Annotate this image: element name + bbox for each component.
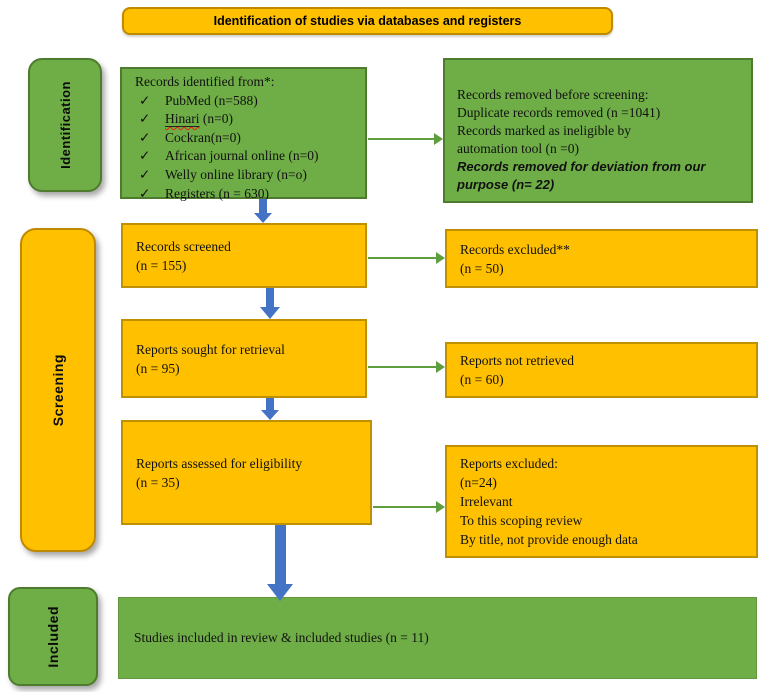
arrow-shaft — [266, 398, 274, 410]
reports-sought-label: Reports sought for retrieval — [136, 341, 285, 357]
box-reports-sought: Reports sought for retrieval (n = 95) — [121, 319, 367, 398]
records-removed-emphasis-line: Records removed for deviation from our — [457, 159, 706, 174]
source-item-label: PubMed (n=588) — [165, 92, 258, 108]
records-identified-title: Records identified from*: — [135, 74, 275, 89]
stage-label-screening: Screening — [20, 228, 96, 552]
flow-title-label: Identification of studies via databases … — [213, 14, 522, 28]
flow-title-banner: Identification of studies via databases … — [122, 7, 613, 35]
arrow-shaft — [368, 366, 438, 368]
records-removed-line: automation tool (n =0) — [457, 141, 579, 156]
arrow-shaft — [368, 257, 438, 259]
box-reports-assessed: Reports assessed for eligibility (n = 35… — [121, 420, 372, 525]
reports-excluded-line: (n=24) — [460, 475, 497, 490]
check-icon: ✓ — [139, 92, 151, 108]
arrow-head-icon — [254, 213, 272, 223]
records-excluded-label: Records excluded** — [460, 241, 570, 257]
arrow-down-assessed-to-included — [267, 525, 293, 601]
records-excluded-count: (n = 50) — [460, 260, 504, 276]
arrow-head-icon — [436, 501, 445, 513]
arrow-head-icon — [436, 252, 445, 264]
arrow-shaft — [266, 288, 274, 307]
studies-included-label: Studies included in review & included st… — [134, 630, 429, 645]
arrow-shaft — [259, 199, 267, 213]
box-reports-not-retrieved: Reports not retrieved (n = 60) — [445, 342, 758, 398]
reports-not-retrieved-label: Reports not retrieved — [460, 353, 574, 368]
records-removed-emphasis-line: purpose (n= 22) — [457, 177, 555, 192]
records-removed-line: Records marked as ineligible by — [457, 123, 631, 138]
stage-label-included-text: Included — [45, 605, 61, 668]
arrow-shaft — [368, 138, 436, 140]
arrow-right-screened-to-excluded — [368, 252, 445, 264]
source-item: ✓ Registers (n = 630) — [135, 185, 361, 204]
arrow-shaft — [274, 525, 286, 584]
stage-label-included: Included — [8, 587, 98, 686]
records-removed-line: Records removed before screening: — [457, 87, 649, 102]
stage-label-screening-text: Screening — [50, 353, 66, 427]
arrow-right-identified-to-removed — [368, 133, 443, 145]
box-records-identified: Records identified from*: ✓ PubMed (n=58… — [120, 67, 367, 201]
box-records-excluded: Records excluded** (n = 50) — [445, 229, 758, 288]
arrow-right-assessed-to-excluded — [373, 501, 445, 513]
source-item: ✓ Cockran(n=0) — [135, 129, 361, 148]
box-studies-included: Studies included in review & included st… — [118, 597, 757, 679]
arrow-shaft — [373, 506, 438, 508]
arrow-head-icon — [434, 133, 443, 145]
source-item-label: African journal online (n=0) — [165, 148, 319, 164]
arrow-head-icon — [260, 307, 280, 319]
records-screened-count: (n = 155) — [136, 257, 187, 273]
check-icon: ✓ — [139, 129, 151, 145]
source-item-label: Registers (n = 630) — [165, 185, 269, 201]
reports-excluded-line: Reports excluded: — [460, 456, 558, 471]
records-removed-line: Duplicate records removed (n =1041) — [457, 105, 661, 120]
reports-assessed-count: (n = 35) — [136, 474, 180, 490]
check-icon: ✓ — [139, 148, 151, 164]
arrow-down-screened-to-sought — [260, 288, 280, 319]
source-item: ✓ Welly online library (n=o) — [135, 166, 361, 185]
arrow-down-sought-to-assessed — [261, 398, 279, 420]
arrow-right-sought-to-not-retrieved — [368, 361, 445, 373]
records-screened-label: Records screened — [136, 238, 231, 254]
reports-assessed-label: Reports assessed for eligibility — [136, 455, 303, 471]
arrow-head-icon — [261, 410, 279, 420]
reports-sought-count: (n = 95) — [136, 360, 180, 376]
check-icon: ✓ — [139, 185, 151, 201]
arrow-head-icon — [436, 361, 445, 373]
source-item: ✓ PubMed (n=588) — [135, 92, 361, 111]
source-item-label: Welly online library (n=o) — [165, 166, 307, 182]
arrow-down-identified-to-screened — [254, 199, 272, 223]
check-icon: ✓ — [139, 111, 151, 127]
stage-label-identification-text: Identification — [57, 81, 73, 169]
arrow-head-icon — [267, 584, 293, 601]
source-item-label: Hinari (n=0) — [165, 111, 233, 127]
box-records-screened: Records screened (n = 155) — [121, 223, 367, 288]
reports-not-retrieved-count: (n = 60) — [460, 372, 504, 387]
box-records-removed: Records removed before screening: Duplic… — [443, 58, 753, 203]
source-item: ✓ Hinari (n=0) — [135, 110, 361, 129]
stage-label-identification: Identification — [28, 58, 102, 192]
source-item-label: Cockran(n=0) — [165, 129, 241, 145]
box-reports-excluded: Reports excluded: (n=24) Irrelevant To t… — [445, 445, 758, 558]
reports-excluded-line: By title, not provide enough data — [460, 532, 638, 547]
source-item: ✓ African journal online (n=0) — [135, 147, 361, 166]
spellcheck-underline: Hinari — [165, 111, 200, 127]
check-icon: ✓ — [139, 166, 151, 182]
reports-excluded-line: Irrelevant — [460, 494, 513, 509]
reports-excluded-line: To this scoping review — [460, 513, 583, 528]
